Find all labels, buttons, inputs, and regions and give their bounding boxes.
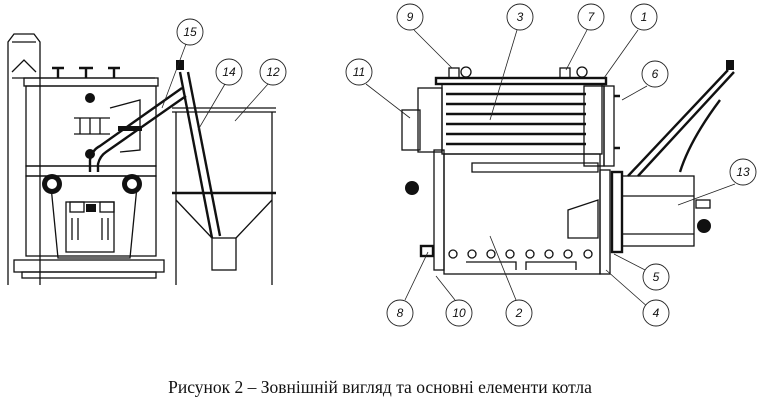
callout-11: 11 (345, 58, 373, 86)
callout-5: 5 (642, 263, 670, 291)
callout-label: 15 (183, 25, 197, 39)
callout-9: 9 (396, 3, 424, 31)
callout-label: 1 (641, 10, 648, 24)
callout-13: 13 (729, 158, 757, 186)
callout-label: 12 (266, 65, 280, 79)
callout-4: 4 (642, 299, 670, 327)
callout-label: 6 (652, 67, 659, 81)
leader-lines (161, 29, 736, 309)
callout-label: 13 (736, 165, 750, 179)
callout-label: 9 (407, 10, 414, 24)
callout-8: 8 (386, 299, 414, 327)
callout-1: 1 (630, 3, 658, 31)
callout-label: 2 (515, 306, 523, 320)
callout-label: 14 (222, 65, 236, 79)
callout-label: 10 (452, 306, 466, 320)
callout-7: 7 (577, 3, 605, 31)
callout-3: 3 (506, 3, 534, 31)
figure-caption: Рисунок 2 – Зовнішній вигляд та основні … (168, 377, 592, 397)
callout-label: 5 (653, 270, 660, 284)
callout-label: 8 (397, 306, 404, 320)
callout-6: 6 (641, 60, 669, 88)
callout-label: 7 (588, 10, 596, 24)
callout-15: 15 (176, 18, 204, 46)
side-view-drawing (401, 60, 735, 275)
callout-label: 3 (517, 10, 524, 24)
callout-2: 2 (505, 299, 533, 327)
callout-12: 12 (259, 58, 287, 86)
front-view-drawing (7, 33, 276, 285)
callout-label: 11 (353, 65, 365, 79)
callout-label: 4 (653, 306, 660, 320)
callout-10: 10 (445, 299, 473, 327)
callout-14: 14 (215, 58, 243, 86)
